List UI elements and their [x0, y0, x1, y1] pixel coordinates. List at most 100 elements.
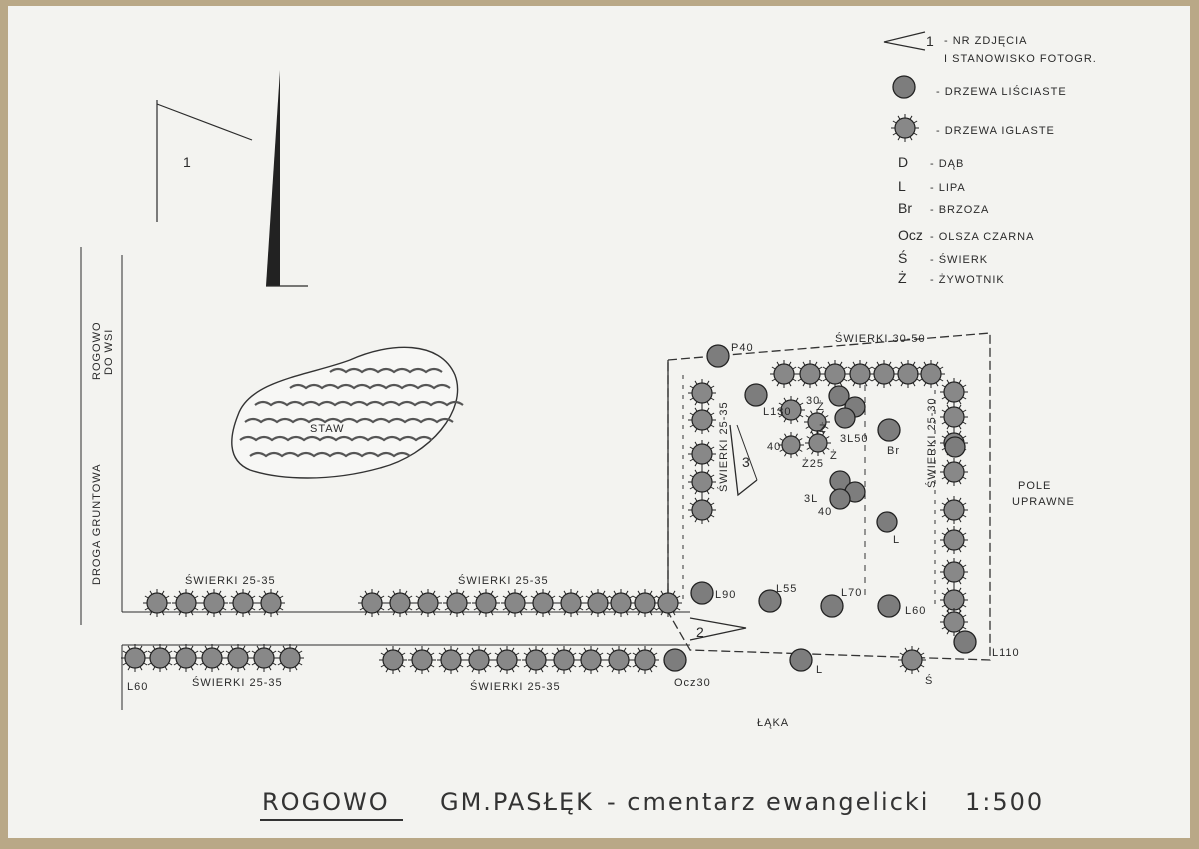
deciduous-tree	[877, 594, 901, 618]
title-commune: GM.PASŁĘK	[440, 788, 594, 816]
deciduous-tree	[953, 630, 977, 654]
label-z-a: Ż	[817, 400, 825, 413]
legend-abbr-code: Ż	[898, 269, 907, 286]
label-40: 40	[767, 441, 781, 453]
label-field-1: POLE	[1018, 480, 1051, 492]
coniferous-tree	[796, 360, 824, 388]
coniferous-tree	[894, 360, 922, 388]
deciduous-tree	[828, 385, 850, 407]
deciduous-tree	[744, 383, 768, 407]
label-spruce-right-column: ŚWIERKI 25-30	[925, 397, 938, 488]
coniferous-tree	[529, 589, 557, 617]
pond-wave	[249, 451, 411, 458]
coniferous-tree	[493, 646, 521, 674]
label-spruce-lower-mid: ŚWIERKI 25-35	[470, 680, 561, 693]
photo-2-label: 2	[696, 624, 704, 640]
pond-wave	[244, 417, 454, 424]
label-spruce-upper-left: ŚWIERKI 25-35	[185, 574, 276, 587]
label-l-mid: L	[893, 534, 900, 546]
pond-wave	[254, 400, 464, 407]
legend-photo-text-2: I STANOWISKO FOTOGR.	[944, 53, 1097, 65]
label-z-c: Ż	[819, 422, 827, 435]
coniferous-tree	[121, 644, 149, 672]
label-l-gate: L	[816, 664, 823, 676]
coniferous-tree	[804, 409, 830, 435]
pond-wave	[289, 383, 451, 390]
coniferous-tree	[172, 644, 200, 672]
coniferous-tree	[276, 644, 304, 672]
pond	[231, 346, 464, 479]
label-3l50: 3L50	[840, 433, 868, 445]
coniferous-tree	[654, 589, 682, 617]
label-spruce-top: ŚWIERKI 30-50	[835, 332, 926, 345]
legend-abbr-text: - LIPA	[930, 182, 966, 194]
photo-3-label: 3	[742, 454, 750, 470]
legend-deciduous: - DRZEWA LIŚCIASTE	[936, 85, 1067, 98]
coniferous-tree	[358, 589, 386, 617]
label-30: 30	[806, 395, 820, 407]
coniferous-tree	[437, 646, 465, 674]
road-label-dirt-road: DROGA GRUNTOWA	[91, 463, 103, 585]
deciduous-tree	[829, 488, 851, 510]
coniferous-tree	[940, 378, 968, 406]
photo-station-2	[689, 617, 747, 641]
coniferous-tree	[688, 496, 716, 524]
legend: 1 - NR ZDJĘCIA I STANOWISKO FOTOGR. - DR…	[883, 31, 1097, 286]
coniferous-tree	[770, 360, 798, 388]
legend-coniferous: - DRZEWA IGLASTE	[936, 125, 1055, 137]
coniferous-tree	[605, 646, 633, 674]
coniferous-tree	[414, 589, 442, 617]
coniferous-tree	[200, 589, 228, 617]
coniferous-tree	[631, 646, 659, 674]
coniferous-tree	[386, 589, 414, 617]
deciduous-tree	[690, 581, 714, 605]
label-l70: L70	[841, 587, 862, 599]
pond-wave	[239, 435, 433, 442]
pond-wave	[329, 367, 443, 374]
paper	[8, 6, 1190, 838]
coniferous-tree	[143, 589, 171, 617]
label-p40: P40	[731, 342, 754, 354]
label-spruce-upper-mid: ŚWIERKI 25-35	[458, 574, 549, 587]
legend-abbr-text: - DĄB	[930, 158, 964, 170]
coniferous-tree	[688, 468, 716, 496]
coniferous-tree	[688, 379, 716, 407]
coniferous-tree	[550, 646, 578, 674]
label-3l: 3L	[804, 493, 818, 505]
coniferous-tree	[501, 589, 529, 617]
coniferous-tree	[688, 406, 716, 434]
coniferous-tree	[146, 644, 174, 672]
north-arrow	[156, 70, 308, 287]
deciduous-tree	[877, 418, 901, 442]
label-spruce-left-column: ŚWIERKI 25-35	[717, 401, 730, 492]
coniferous-tree	[778, 432, 804, 458]
label-40b: 40	[818, 506, 832, 518]
legend-photo-marker: 1	[926, 33, 934, 49]
coniferous-tree	[805, 430, 831, 456]
road-label-to-village: DO WSI	[103, 329, 115, 375]
map-labels: ŚWIERKI 25-35 ŚWIERKI 25-35 ŚWIERKI 25-3…	[127, 332, 1074, 729]
deciduous-tree	[876, 511, 898, 533]
coniferous-tree	[898, 646, 926, 674]
legend-abbr-text: - ŚWIERK	[930, 253, 988, 266]
coniferous-tree	[408, 646, 436, 674]
legend-abbr-code: Br	[898, 200, 912, 216]
coniferous-tree	[777, 396, 805, 424]
label-s-gate: Ś	[925, 674, 933, 687]
coniferous-tree	[250, 644, 278, 672]
title-place: ROGOWO	[262, 788, 390, 816]
photo-station-3	[729, 424, 758, 497]
cemetery-boundary	[667, 332, 991, 661]
legend-abbr-code: D	[898, 154, 908, 170]
trees	[121, 344, 977, 674]
coniferous-tree	[940, 558, 968, 586]
legend-conifer-icon	[891, 114, 919, 142]
legend-conifer-shape	[891, 114, 919, 142]
coniferous-tree	[198, 644, 226, 672]
label-meadow: ŁĄKA	[757, 717, 789, 729]
label-l130: L130	[763, 406, 791, 418]
label-spruce-lower-left: ŚWIERKI 25-35	[192, 676, 283, 689]
coniferous-tree	[577, 646, 605, 674]
deciduous-tree	[789, 648, 813, 672]
